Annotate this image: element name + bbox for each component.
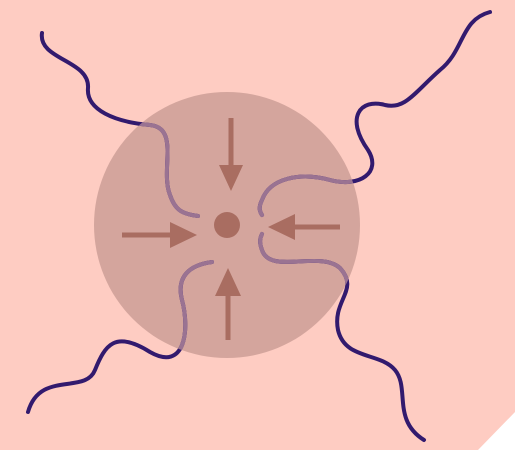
center-point bbox=[214, 212, 240, 238]
